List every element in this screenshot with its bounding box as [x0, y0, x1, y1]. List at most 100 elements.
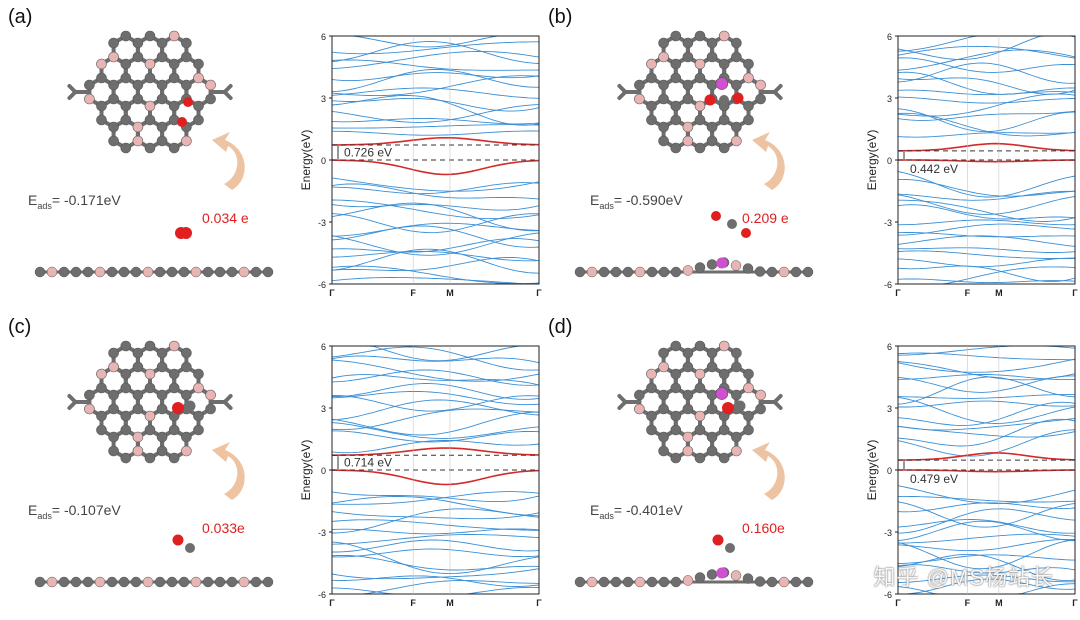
eads-equals: = — [51, 192, 64, 208]
adsorbate-side-view — [712, 534, 735, 553]
carbon-atom — [731, 431, 742, 443]
carbon-atom — [132, 93, 144, 105]
eads-subscript: ads — [599, 510, 614, 521]
carbon-atom — [193, 424, 204, 436]
band-line — [897, 235, 1076, 247]
carbon-atom — [743, 58, 754, 70]
carbon-atom — [168, 452, 180, 464]
y-tick-label: -3 — [884, 218, 892, 228]
carbon-atom — [682, 79, 694, 91]
y-tick-label: 3 — [321, 404, 326, 414]
atoms — [84, 30, 216, 154]
carbon-atom — [670, 72, 682, 84]
panel-label: (d) — [548, 316, 573, 338]
carbon-atom — [168, 142, 180, 154]
y-tick-label: 0 — [321, 156, 326, 166]
band-gap-label: 0.479 eV — [910, 472, 958, 486]
carbon-atom — [694, 114, 706, 126]
carbon-atom — [694, 30, 706, 42]
boron-atom — [168, 30, 180, 42]
boron-atom — [682, 121, 694, 133]
valence-band-edge — [331, 469, 540, 486]
band-line — [331, 232, 540, 256]
band-line — [331, 496, 540, 517]
atoms — [84, 340, 216, 464]
band-gap-label: 0.714 eV — [344, 456, 392, 470]
carbon-atom — [670, 382, 682, 394]
boron-atom — [144, 58, 156, 70]
band-lines — [331, 345, 540, 595]
carbon-atom — [181, 37, 192, 49]
carbon-atom — [731, 361, 742, 373]
carbon-atom — [144, 424, 156, 436]
band-line — [897, 519, 1075, 534]
boron-atom — [718, 340, 730, 352]
carbon-atom — [156, 135, 168, 147]
boron-atom — [181, 445, 192, 457]
carbon-atom — [108, 135, 119, 147]
carbon-atom — [743, 410, 754, 422]
carbon-atom — [731, 51, 742, 63]
carbon-atom — [132, 347, 144, 359]
carbon-atom — [646, 382, 657, 394]
band-line — [898, 400, 1076, 408]
carbon-atom — [718, 452, 730, 464]
kpoint-label: M — [995, 288, 1003, 298]
y-tick-label: 6 — [321, 32, 326, 42]
band-line — [331, 72, 540, 82]
kpoint-label: M — [995, 598, 1003, 608]
carbon-atom — [646, 424, 657, 436]
carbon-atom — [144, 340, 156, 352]
carbon-atom — [658, 79, 669, 91]
carbon-atom — [96, 382, 107, 394]
boron-atom — [718, 30, 730, 42]
band-lines — [897, 345, 1076, 595]
boron-atom — [108, 361, 119, 373]
band-line — [897, 45, 1076, 59]
carbon-atom — [706, 361, 718, 373]
kpoint-label: F — [965, 288, 971, 298]
carbon-atom — [646, 72, 657, 84]
band-line — [331, 534, 540, 545]
band-line — [331, 277, 539, 285]
band-line — [331, 369, 540, 386]
carbon-atom — [718, 114, 730, 126]
band-line — [332, 539, 540, 553]
carbon-atom — [108, 79, 119, 91]
carbon-atom — [132, 361, 144, 373]
carbon-atom — [658, 37, 669, 49]
dopant-atom — [715, 387, 729, 400]
carbon-atom — [96, 72, 107, 84]
carbon-atom — [156, 445, 168, 457]
carbon-atom — [731, 389, 742, 401]
band-line — [897, 425, 1076, 438]
carbon-atom — [646, 114, 657, 126]
band-line — [897, 77, 1076, 95]
y-tick-label: -6 — [884, 590, 892, 600]
band-line — [897, 250, 1075, 260]
carbon-atom — [144, 142, 156, 154]
band-line — [331, 41, 539, 55]
adsorption-energy-label: Eads= -0.590eV — [590, 192, 683, 211]
eads-value: -0.107eV — [63, 502, 121, 518]
band-line — [897, 194, 1076, 215]
carbon-atom — [706, 431, 718, 443]
band-line — [331, 511, 540, 520]
band-line — [331, 548, 540, 558]
boron-atom — [84, 403, 95, 415]
band-line — [331, 265, 540, 285]
kpoint-label: Γ — [1072, 598, 1078, 608]
adsorbate-side-view — [175, 227, 192, 239]
eads-symbol: E — [28, 192, 38, 208]
band-line — [331, 248, 540, 274]
adsorption-energy-label: Eads= -0.401eV — [590, 502, 683, 521]
boron-atom — [144, 368, 156, 380]
boron-atom — [682, 431, 694, 443]
band-line — [897, 352, 1075, 361]
band-line — [897, 429, 1076, 457]
carbon-atom — [108, 403, 119, 415]
boron-atom — [634, 93, 645, 105]
carbon-atom — [718, 142, 730, 154]
